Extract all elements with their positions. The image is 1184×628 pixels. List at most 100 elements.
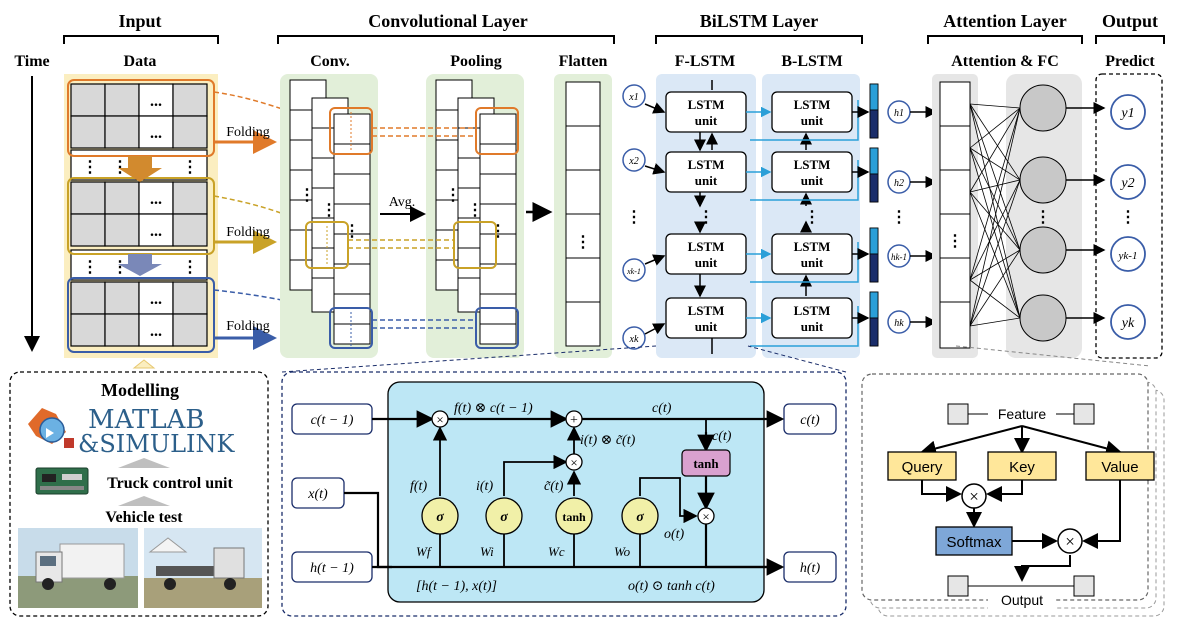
svg-text:⋮: ⋮	[112, 159, 128, 176]
blstm-units	[771, 91, 853, 339]
svg-text:⋮: ⋮	[112, 259, 128, 276]
truck-control-unit-icon	[35, 467, 89, 495]
svg-text:LSTM: LSTM	[688, 239, 725, 254]
svg-text:unit: unit	[695, 113, 718, 128]
subheader-pooling: Pooling	[450, 53, 502, 70]
svg-text:⋮: ⋮	[626, 209, 642, 226]
svg-text:⋮: ⋮	[182, 159, 198, 176]
svg-text:unit: unit	[801, 255, 824, 270]
svg-text:LSTM: LSTM	[688, 97, 725, 112]
header-bilstm-layer: BiLSTM Layer	[700, 11, 819, 31]
input-gate: σ	[500, 510, 508, 525]
subheader-blstm: B-LSTM	[781, 53, 842, 70]
svg-text:LSTM: LSTM	[794, 157, 831, 172]
svg-text:c̃(t): c̃(t)	[544, 479, 564, 494]
svg-text:unit: unit	[695, 173, 718, 188]
svg-text:f(t) ⊗ c(t − 1): f(t) ⊗ c(t − 1)	[454, 401, 533, 416]
subheader-predict: Predict	[1105, 53, 1155, 70]
forget-gate: σ	[436, 510, 444, 525]
svg-text:c(t): c(t)	[800, 413, 820, 428]
xk1-label: xk-1	[626, 267, 641, 276]
svg-text:...: ...	[150, 291, 162, 308]
truck-photo-2	[144, 528, 262, 608]
svg-text:h(t): h(t)	[800, 561, 821, 576]
h1-label: h1	[894, 108, 904, 119]
svg-text:i(t): i(t)	[476, 479, 493, 494]
svg-text:unit: unit	[801, 173, 824, 188]
matmul-1-icon	[961, 483, 987, 509]
y-outputs	[1110, 94, 1146, 340]
header-attention-layer: Attention Layer	[943, 11, 1066, 31]
subheader-data: Data	[124, 53, 157, 70]
softmax-box	[935, 526, 1013, 556]
svg-text:LSTM: LSTM	[688, 303, 725, 318]
folding-label-1: Folding	[226, 125, 270, 140]
output-gate: σ	[636, 510, 644, 525]
svg-text:Wi: Wi	[480, 544, 494, 559]
header-output: Output	[1102, 11, 1158, 31]
svg-text:c(t − 1): c(t − 1)	[311, 413, 354, 428]
matlab-text: MATLAB	[88, 405, 204, 435]
svg-text:⋮: ⋮	[82, 159, 98, 176]
svg-text:LSTM: LSTM	[794, 303, 831, 318]
folding-label-3: Folding	[226, 319, 270, 334]
simulink-text: &SIMULINK	[78, 430, 236, 458]
svg-text:c(t): c(t)	[712, 429, 732, 444]
folding-label-2: Folding	[226, 225, 270, 240]
attention-vector	[939, 81, 971, 349]
window-3	[67, 277, 215, 353]
avg-label: Avg.	[389, 195, 416, 210]
x-inputs	[622, 84, 646, 350]
svg-text:...: ...	[150, 125, 162, 142]
fc-connections	[969, 103, 1021, 327]
svg-text:×: ×	[436, 412, 443, 427]
svg-text:Softmax: Softmax	[946, 534, 1002, 551]
yk1-label: yk-1	[1118, 250, 1138, 262]
svg-text:...: ...	[150, 93, 162, 110]
svg-text:unit: unit	[695, 255, 718, 270]
tanh-box	[681, 449, 731, 477]
hk-label: hk	[894, 318, 904, 329]
svg-text:LSTM: LSTM	[794, 239, 831, 254]
modelling-title: Modelling	[101, 380, 179, 400]
svg-text:⋮: ⋮	[1035, 209, 1051, 226]
conv-feature-maps	[289, 79, 371, 345]
tcu-label: Truck control unit	[107, 475, 233, 492]
svg-text:⋮: ⋮	[321, 202, 337, 219]
svg-text:unit: unit	[801, 113, 824, 128]
svg-text:h(t − 1): h(t − 1)	[310, 561, 354, 576]
svg-text:⋮: ⋮	[947, 233, 963, 250]
svg-text:×: ×	[702, 509, 709, 524]
svg-text:×: ×	[570, 455, 577, 470]
x2-label: x2	[628, 156, 638, 167]
key-box	[987, 451, 1057, 481]
svg-text:⋮: ⋮	[1120, 209, 1136, 226]
svg-text:⋮: ⋮	[490, 223, 506, 240]
slide-arrow-1	[118, 156, 162, 182]
flatten-vector	[565, 81, 601, 347]
hk1-label: hk-1	[891, 252, 907, 262]
truck-photo-1	[18, 528, 138, 608]
cell-gates	[421, 497, 659, 535]
svg-text:⋮: ⋮	[445, 187, 461, 204]
svg-text:LSTM: LSTM	[688, 157, 725, 172]
svg-text:tanh: tanh	[693, 456, 719, 471]
y2-label: y2	[1119, 176, 1134, 191]
svg-text:⋮: ⋮	[891, 209, 907, 226]
cell-operators	[431, 410, 715, 525]
svg-text:x(t): x(t)	[307, 487, 328, 502]
svg-text:×: ×	[969, 487, 979, 506]
svg-text:⋮: ⋮	[575, 234, 591, 251]
fc-neurons	[1019, 84, 1067, 342]
vehicle-test-label: Vehicle test	[105, 509, 183, 526]
concat-vectors	[869, 83, 879, 347]
svg-text:Wo: Wo	[614, 544, 631, 559]
feature-label: Feature	[998, 406, 1046, 422]
time-label: Time	[14, 53, 49, 70]
svg-text:Key: Key	[1009, 459, 1035, 476]
predict-box	[1095, 73, 1163, 359]
matmul-2-icon	[1057, 528, 1083, 554]
svg-text:c(t): c(t)	[652, 401, 672, 416]
x1-label: x1	[628, 92, 638, 103]
